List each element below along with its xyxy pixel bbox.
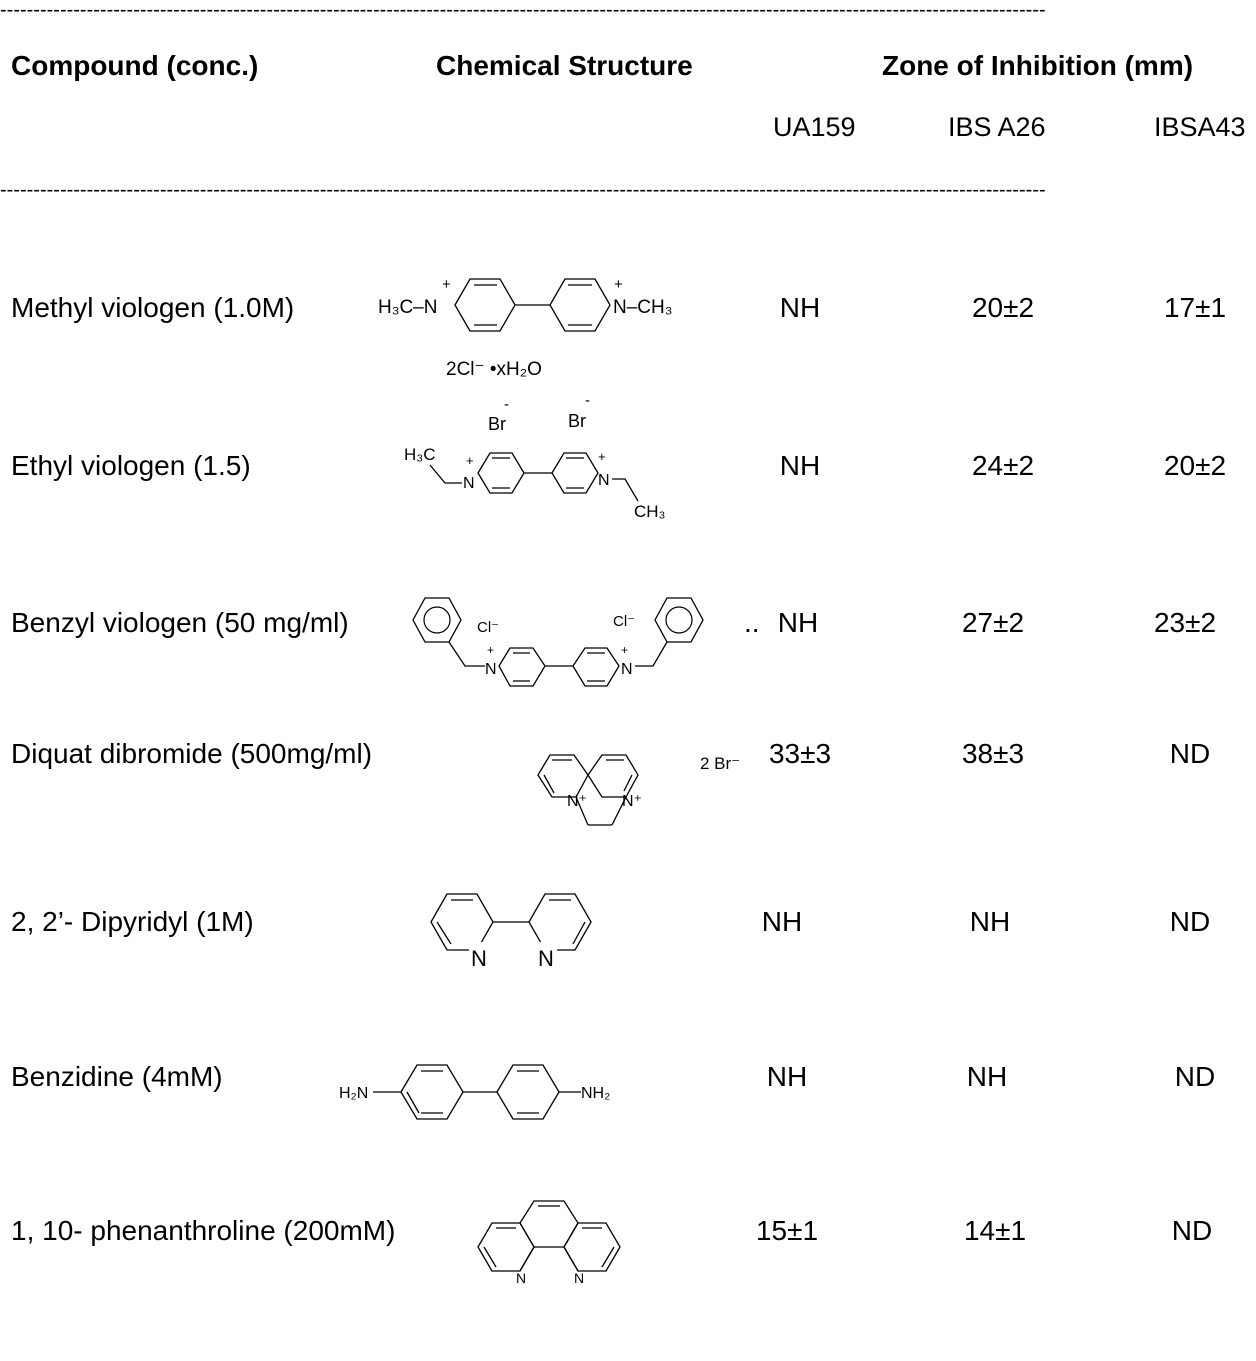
compound-name: Diquat dibromide (500mg/ml) — [11, 738, 373, 769]
label-n: N — [538, 946, 554, 971]
value-ua159: NH — [761, 906, 803, 937]
value-ibsa43: ND — [1169, 738, 1211, 769]
label-ch3: CH₃ — [634, 502, 665, 521]
value-ua159: NH — [777, 607, 819, 638]
value-ibsa26: 20±2 — [971, 292, 1035, 323]
label-n: N — [598, 472, 610, 489]
value-ua159: NH — [766, 1061, 808, 1092]
value-ua159: NH — [779, 292, 821, 323]
compound-name: Methyl viologen (1.0M) — [11, 292, 295, 323]
header-compound: Compound (conc.) — [11, 50, 259, 81]
benzyl-viologen-structure: Cl⁻ N + N + Cl⁻ — [412, 597, 704, 687]
compound-name: 1, 10- phenanthroline (200mM) — [11, 1215, 396, 1246]
header-strain-ibsa43: IBSA43 — [1154, 112, 1246, 142]
dots: .. — [744, 607, 760, 638]
value-ibsa43: 20±2 — [1163, 450, 1227, 481]
label-n: N⁺ — [622, 793, 642, 810]
value-ua159: NH — [779, 450, 821, 481]
header-rule: ----------------------------------------… — [0, 180, 1046, 200]
label-n: N⁺ — [567, 793, 587, 810]
label-n: N — [516, 1270, 526, 1286]
value-ibsa26: 27±2 — [961, 607, 1025, 638]
compound-name: 2, 2’- Dipyridyl (1M) — [11, 906, 254, 937]
ethyl-viologen-structure: Br - Br - H₃C N + N + CH₃ — [404, 392, 665, 521]
label-n-ch3: N–CH₃ — [613, 297, 672, 318]
header-structure: Chemical Structure — [436, 50, 693, 81]
value-ibsa26: NH — [966, 1061, 1008, 1092]
value-ibsa43: 23±2 — [1153, 607, 1217, 638]
label-n: N — [621, 661, 633, 678]
label-n: N — [574, 1270, 584, 1286]
phenanthroline-structure: N N — [477, 1200, 621, 1286]
label-minus: - — [504, 396, 509, 413]
label-br: Br — [488, 414, 506, 434]
value-ua159: 15±1 — [755, 1215, 819, 1246]
label-nh2: NH₂ — [581, 1085, 610, 1102]
label-cl: Cl⁻ — [613, 613, 635, 630]
label-minus: - — [585, 392, 590, 409]
label-plus: + — [598, 449, 606, 464]
compound-name: Benzyl viologen (50 mg/ml) — [11, 607, 349, 638]
label-plus: + — [621, 643, 628, 657]
benzidine-structure: H₂N NH₂ — [339, 1064, 610, 1120]
label-n: N — [471, 946, 487, 971]
header-zone: Zone of Inhibition (mm) — [882, 50, 1194, 81]
label-br: Br — [568, 411, 586, 431]
value-ibsa43: 17±1 — [1163, 292, 1227, 323]
value-ibsa26: 38±3 — [961, 738, 1025, 769]
label-plus: + — [466, 453, 474, 468]
label-cl: Cl⁻ — [477, 619, 499, 636]
label-counterion: 2 Br⁻ — [700, 754, 740, 773]
label-n: N — [463, 475, 475, 492]
value-ibsa43: ND — [1171, 1215, 1213, 1246]
dipyridyl-structure: N N — [430, 893, 592, 971]
header-strain-ibsa26: IBS A26 — [948, 112, 1046, 142]
label-h3c-n: H₃C–N — [378, 297, 437, 318]
value-ibsa26: NH — [969, 906, 1011, 937]
label-h2n: H₂N — [339, 1085, 368, 1102]
value-ibsa43: ND — [1174, 1061, 1216, 1092]
label-counterions: 2Cl⁻ •xH₂O — [446, 359, 542, 380]
value-ibsa43: ND — [1169, 906, 1211, 937]
value-ibsa26: 14±1 — [963, 1215, 1027, 1246]
diquat-structure: N⁺ N⁺ 2 Br⁻ — [537, 754, 740, 826]
compound-name: Ethyl viologen (1.5) — [11, 450, 251, 481]
label-plus: + — [487, 643, 494, 657]
label-plus: + — [614, 276, 623, 293]
header-strain-ua159: UA159 — [773, 112, 856, 142]
compound-name: Benzidine (4mM) — [11, 1061, 223, 1092]
value-ua159: 33±3 — [768, 738, 832, 769]
value-ibsa26: 24±2 — [971, 450, 1035, 481]
label-n: N — [485, 661, 497, 678]
label-h3c: H₃C — [404, 445, 435, 464]
top-rule: ----------------------------------------… — [0, 0, 1046, 20]
label-plus: + — [442, 276, 451, 293]
methyl-viologen-structure: H₃C–N + N–CH₃ + 2Cl⁻ •xH₂O — [378, 276, 672, 380]
